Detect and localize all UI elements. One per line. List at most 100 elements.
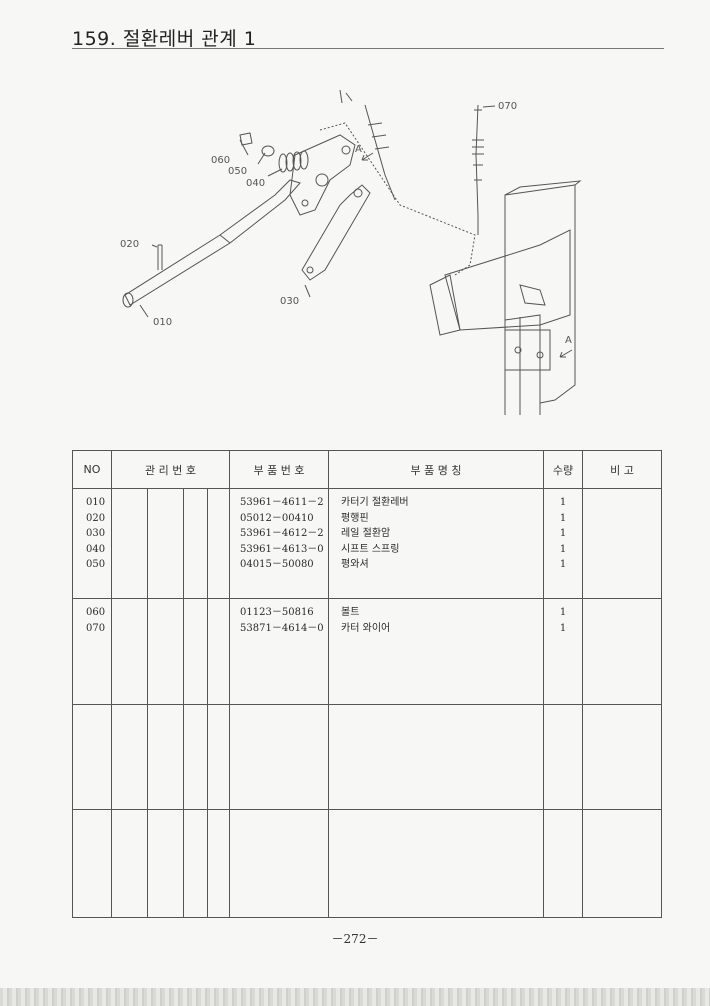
- list-item: 1: [559, 607, 567, 619]
- cell-management: [147, 487, 184, 600]
- list-item: 04015－50080: [240, 559, 314, 570]
- view-label-a-lower: A: [565, 335, 572, 346]
- cell-management: [206, 809, 231, 918]
- cell-management: [206, 487, 231, 600]
- list-item: 050: [86, 559, 106, 570]
- frame-face: [444, 229, 571, 331]
- cell-part-no: [229, 809, 330, 918]
- callout-060: 060: [211, 155, 230, 166]
- washer-050: [261, 145, 275, 157]
- cell-no: [72, 703, 112, 811]
- list-item: 1: [559, 543, 567, 555]
- list-item: 070: [86, 622, 106, 634]
- header-remarks: 비 고: [582, 450, 663, 489]
- bracket-plate: [504, 329, 551, 371]
- cell-management: [183, 809, 208, 918]
- list-item: 01123－50816: [240, 607, 314, 619]
- title-divider: [72, 48, 664, 49]
- cable-070: [475, 104, 479, 235]
- header-qty: 수량: [543, 450, 584, 489]
- cell-management: [111, 703, 148, 811]
- list-item: 030: [86, 528, 106, 539]
- parts-table: NO 관 리 번 호 부 품 번 호 부 품 명 칭 수량 비 고 010 020…: [72, 450, 663, 918]
- parallel-pin-020: [157, 244, 163, 270]
- list-item: 카터 와이어: [341, 622, 391, 634]
- callout-030: 030: [280, 296, 299, 307]
- cell-management: [111, 487, 148, 600]
- list-item: 1: [559, 622, 567, 634]
- list-item: 카터기 절환레버: [341, 497, 409, 508]
- cell-management: [147, 703, 184, 811]
- cell-management: [183, 487, 208, 600]
- cell-management: [147, 809, 184, 918]
- header-part-no: 부 품 번 호: [229, 450, 330, 489]
- cell-remarks: [582, 809, 663, 918]
- callout-050: 050: [228, 166, 247, 177]
- cell-management: [206, 598, 231, 705]
- shift-lever-010: [124, 179, 301, 306]
- scan-edge: [0, 988, 710, 1006]
- cell-management: [206, 703, 231, 811]
- list-item: 볼트: [341, 607, 360, 619]
- cell-part-name: [328, 809, 545, 918]
- header-part-name: 부 품 명 칭: [328, 450, 545, 489]
- frame-bracket: [504, 184, 576, 404]
- list-item: 53961－4613－0: [240, 543, 324, 555]
- list-item: 020: [86, 512, 106, 524]
- list-item: 레일 절환암: [341, 528, 391, 539]
- list-item: 010: [86, 497, 106, 508]
- callout-070: 070: [498, 101, 517, 112]
- cell-management: [183, 598, 208, 705]
- list-item: 060: [86, 607, 106, 619]
- list-item: 53871－4614－0: [240, 622, 324, 634]
- page-title: 159. 절환레버 관계 1: [72, 28, 257, 50]
- diagram-svg: 070 060 050 040 020 030 010 A A: [120, 89, 582, 415]
- spring-040: [278, 150, 309, 173]
- cell-part-no: [229, 703, 330, 811]
- header-no: NO: [72, 450, 112, 489]
- view-label-a-upper: A: [355, 144, 362, 155]
- cell-part-no: 53961－4611－2 05012－00410 53961－4612－2 53961…: [229, 487, 330, 600]
- cell-remarks: [582, 487, 663, 600]
- list-item: 53961－4611－2: [240, 497, 324, 508]
- list-item: 평와셔: [341, 559, 369, 570]
- page-number: －272－: [331, 932, 379, 946]
- cell-management: [111, 598, 148, 705]
- list-item: 53961－4612－2: [240, 528, 324, 539]
- parts-exploded-diagram: 070 060 050 040 020 030 010 A A: [100, 85, 600, 415]
- cell-remarks: [582, 703, 663, 811]
- list-item: 평행핀: [341, 512, 369, 524]
- view-arrow-a-upper: [361, 152, 374, 161]
- list-item: 1: [559, 528, 567, 539]
- cell-management: [183, 703, 208, 811]
- callout-040: 040: [246, 178, 265, 189]
- list-item: 1: [559, 512, 567, 524]
- frame-top: [504, 180, 582, 196]
- list-item: 1: [559, 559, 567, 570]
- cell-no: [72, 809, 112, 918]
- list-item: 040: [86, 543, 106, 555]
- cell-qty: [543, 703, 584, 811]
- cable-upper: [364, 104, 396, 201]
- table-header-row: NO 관 리 번 호 부 품 번 호 부 품 명 칭 수량 비 고: [72, 450, 663, 489]
- callout-020: 020: [120, 239, 139, 250]
- cell-management: [111, 809, 148, 918]
- cell-qty: [543, 809, 584, 918]
- list-item: 05012－00410: [240, 512, 314, 524]
- callout-010: 010: [153, 317, 172, 328]
- cell-management: [147, 598, 184, 705]
- cell-remarks: [582, 598, 663, 705]
- table-row-group: [72, 809, 663, 918]
- view-arrow-a-lower: [559, 349, 573, 358]
- rail-arm-030: [301, 184, 371, 281]
- header-management-no: 관 리 번 호: [110, 450, 231, 489]
- table-row-group: [72, 703, 663, 811]
- cell-no: 010 020 030 040 050: [72, 487, 112, 600]
- cell-part-name: [328, 703, 545, 811]
